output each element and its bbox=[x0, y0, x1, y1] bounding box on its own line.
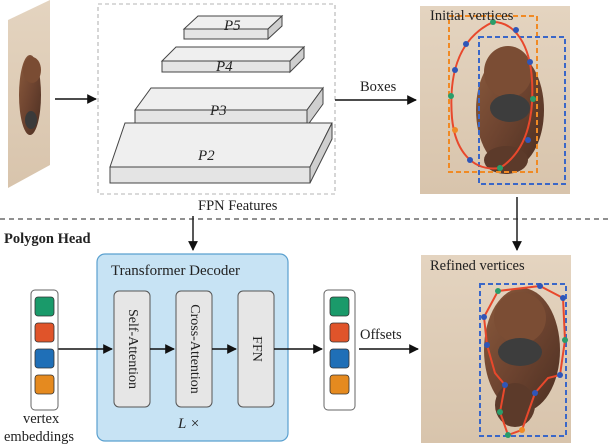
fpn-layer-p5 bbox=[182, 14, 284, 41]
embed-token bbox=[329, 322, 350, 343]
transformer-decoder-title: Transformer Decoder bbox=[111, 263, 240, 279]
embeddings-label: embeddings bbox=[4, 429, 75, 445]
cross-attention-label: Cross-Attention bbox=[187, 304, 202, 394]
initial-blue-box bbox=[478, 36, 566, 185]
refined-vertex-dots bbox=[481, 283, 568, 438]
ffn-label: FFN bbox=[249, 336, 264, 362]
initial-vertex-dots bbox=[448, 19, 536, 171]
vertex-label: vertex bbox=[23, 411, 60, 427]
vertex-embeddings-output bbox=[323, 289, 356, 411]
embed-token bbox=[34, 374, 55, 395]
refined-vertices-label: Refined vertices bbox=[430, 258, 525, 274]
fpn-layer-p3 bbox=[134, 86, 324, 128]
polygon-head-label: Polygon Head bbox=[4, 231, 91, 247]
embed-token bbox=[34, 348, 55, 369]
fpn-label-p5: P5 bbox=[224, 18, 241, 34]
boxes-label: Boxes bbox=[360, 79, 397, 95]
fpn-layer-p4 bbox=[160, 45, 306, 74]
self-attention-label: Self-Attention bbox=[125, 308, 140, 390]
vertex-embeddings-input bbox=[30, 289, 59, 411]
input-image bbox=[8, 0, 50, 188]
fpn-label-p2: P2 bbox=[198, 148, 215, 164]
embed-token bbox=[329, 374, 350, 395]
refined-vertices-image bbox=[421, 255, 571, 443]
fpn-label-p4: P4 bbox=[216, 59, 233, 75]
embed-token bbox=[329, 296, 350, 317]
embed-token bbox=[34, 322, 55, 343]
offsets-label: Offsets bbox=[360, 327, 402, 343]
initial-vertices-image bbox=[420, 6, 570, 194]
fpn-frame bbox=[97, 3, 336, 195]
repeat-label: L × bbox=[178, 416, 200, 432]
fpn-label-p3: P3 bbox=[210, 103, 227, 119]
fpn-features-label: FPN Features bbox=[198, 198, 278, 214]
embed-token bbox=[329, 348, 350, 369]
fpn-layer-p2 bbox=[109, 122, 333, 184]
refined-blue-box bbox=[479, 283, 567, 437]
initial-vertices-label: Initial vertices bbox=[430, 8, 514, 24]
embed-token bbox=[34, 296, 55, 317]
